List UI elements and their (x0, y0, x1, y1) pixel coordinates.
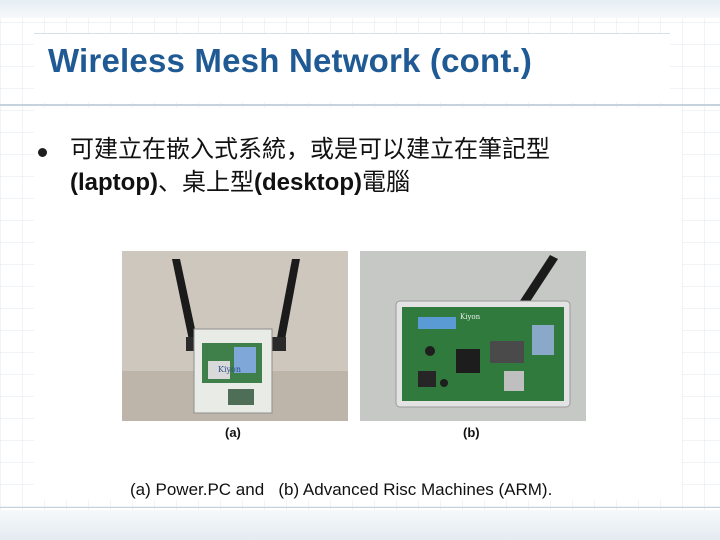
top-band (0, 0, 720, 18)
footer-divider (0, 507, 720, 508)
svg-text:Kiyon: Kiyon (218, 365, 241, 374)
slide-title: Wireless Mesh Network (cont.) (48, 42, 533, 79)
bullet-computer: 電腦 (361, 169, 410, 196)
title-divider (0, 104, 720, 106)
photo-b-label: (b) (463, 425, 480, 440)
photo-a-router-board: Kiyon (122, 251, 348, 421)
bottom-band (0, 510, 720, 540)
bullet-text: 可建立在嵌入式系統，或是可以建立在筆記型 (laptop)、桌上型(deskto… (70, 133, 670, 199)
bullet-desktop: (desktop) (253, 169, 362, 196)
svg-text:Kiyon: Kiyon (460, 313, 481, 321)
figure-caption: (a) Power.PC and (b) Advanced Risc Machi… (130, 480, 553, 499)
photo-a-label: (a) (225, 425, 241, 440)
bullet-laptop: (laptop) (70, 169, 158, 196)
bullet-line-1: 可建立在嵌入式系統，或是可以建立在筆記型 (70, 136, 550, 163)
photo-b-arm-board: Kiyon (360, 251, 586, 421)
bullet-desktop-prefix: 、桌上型 (157, 169, 254, 196)
title-panel (34, 33, 670, 102)
bullet-dot-icon (38, 148, 47, 157)
